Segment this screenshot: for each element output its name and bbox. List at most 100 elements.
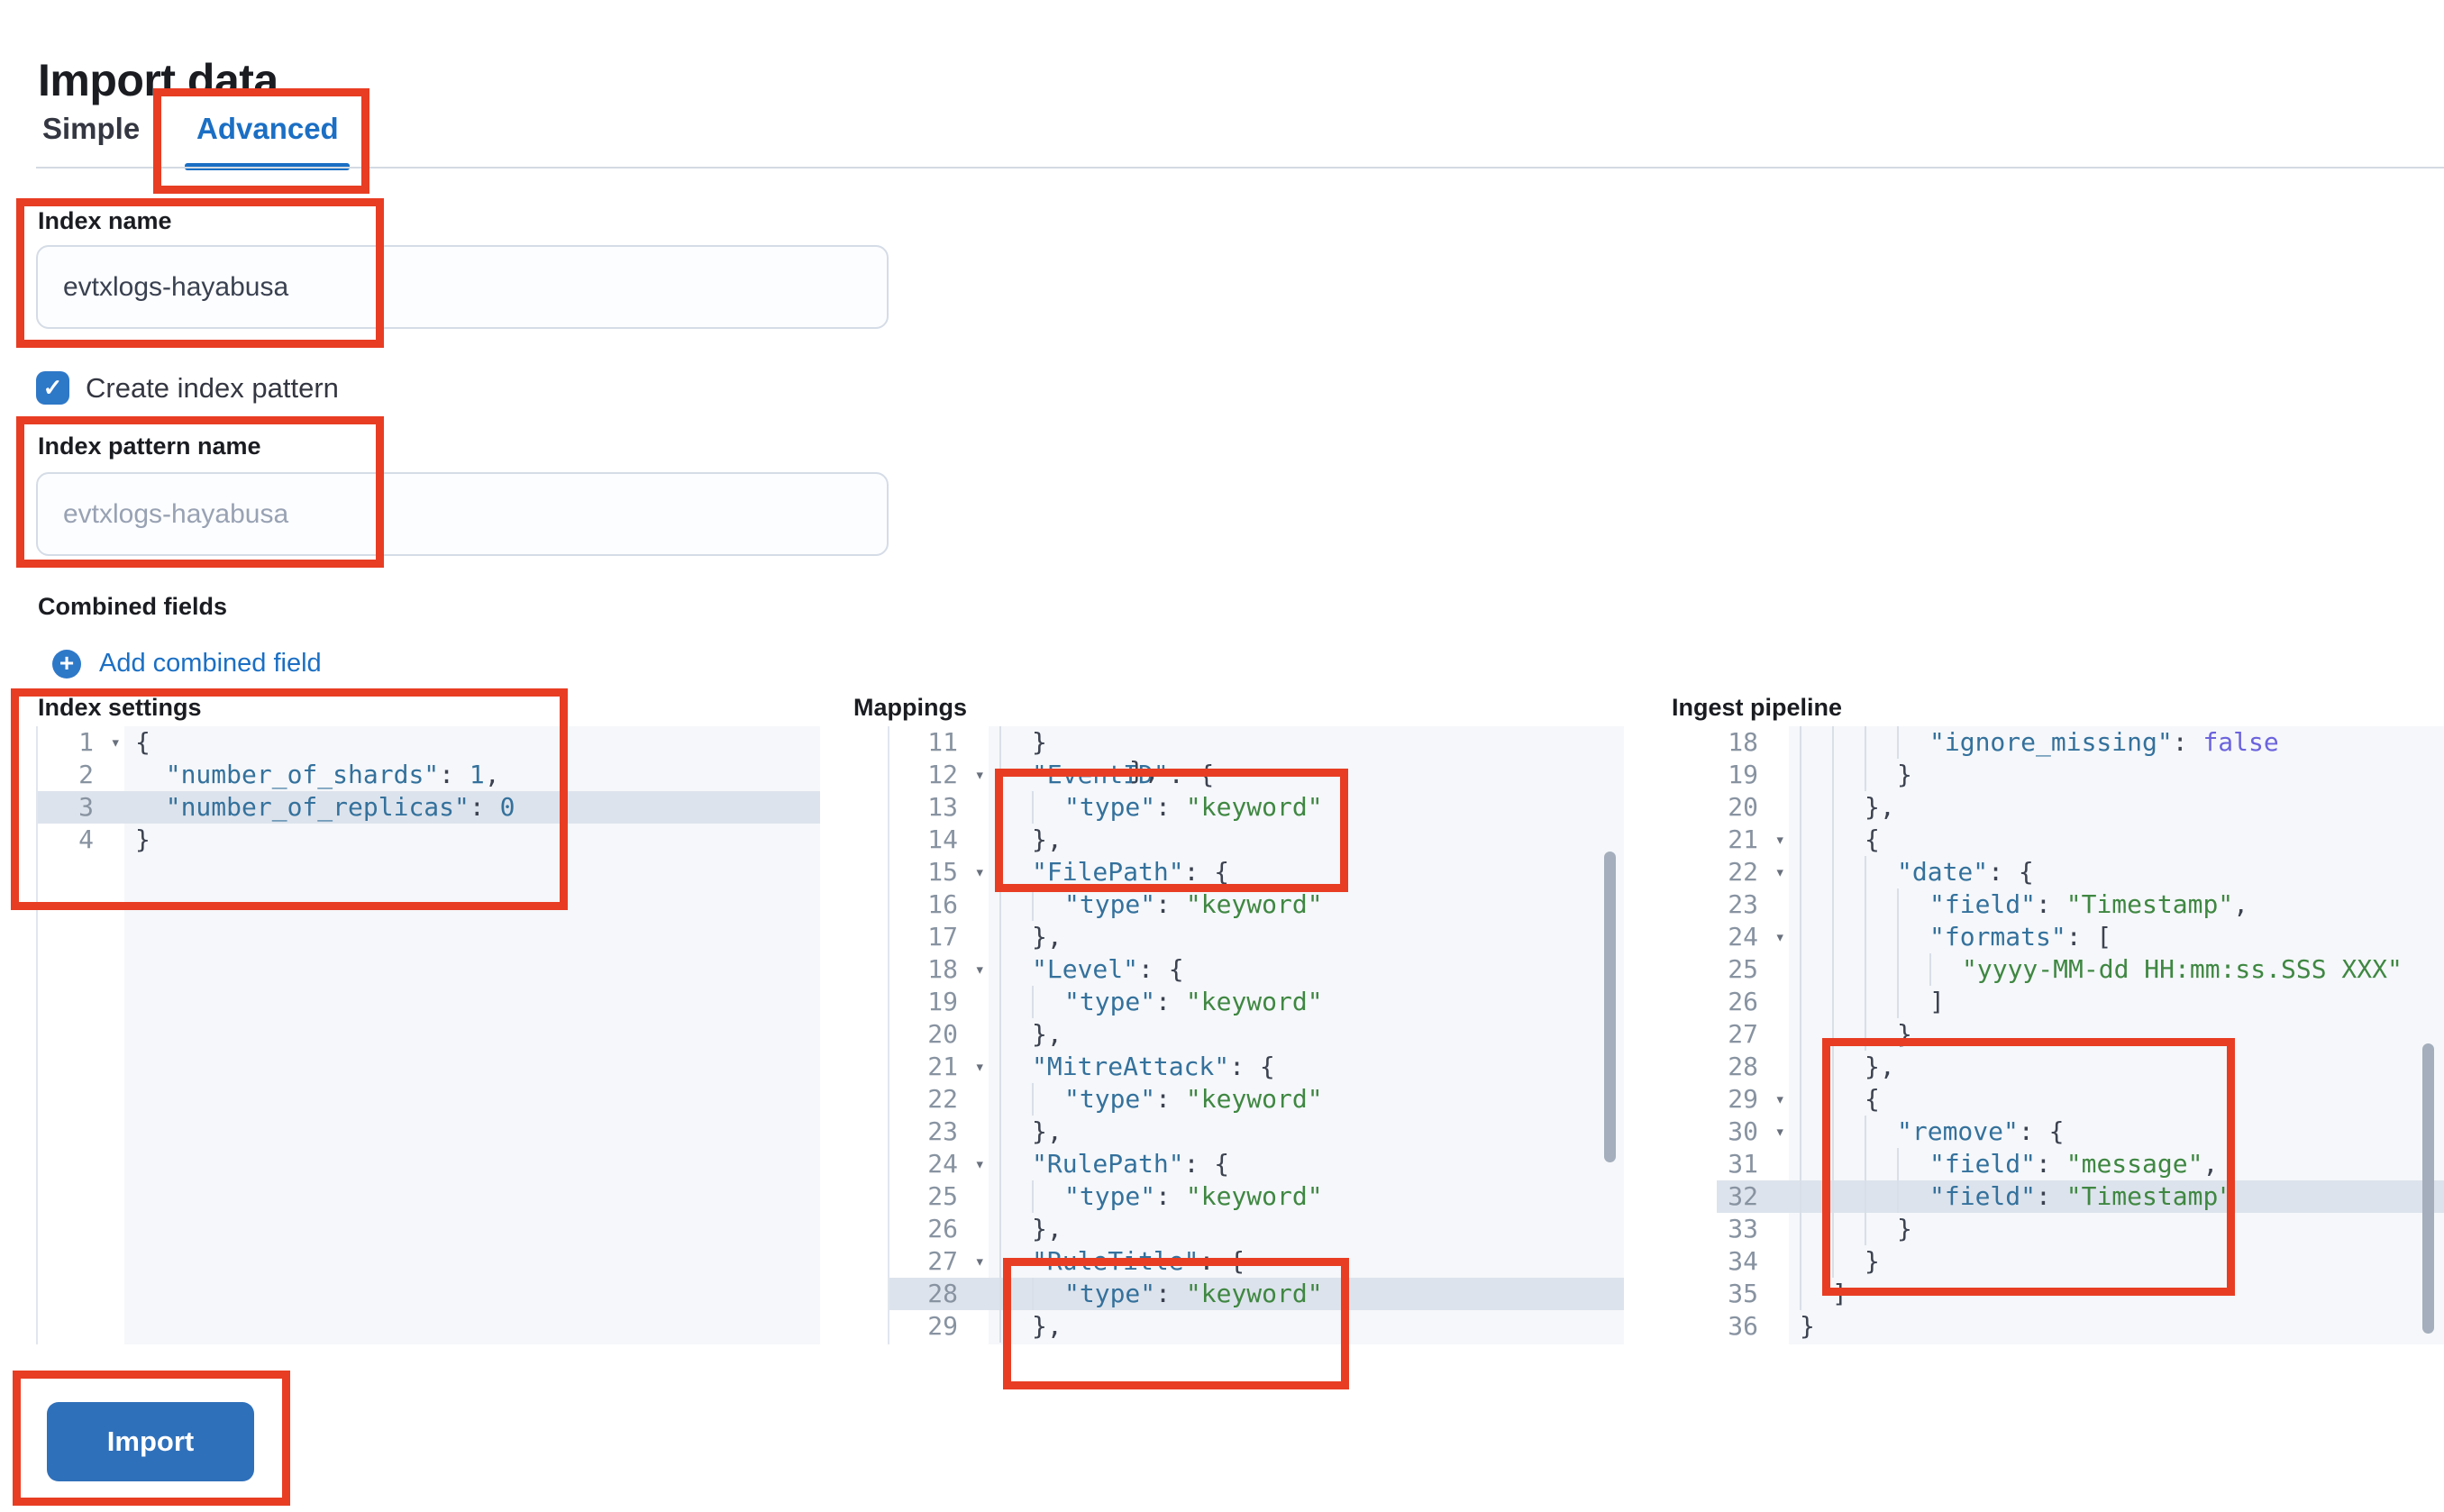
code-line[interactable]: }: [1789, 1213, 2444, 1245]
code-line[interactable]: }: [1789, 1245, 2444, 1278]
code-line[interactable]: "MitreAttack": {: [989, 1051, 1624, 1083]
line-number: 29▾: [1728, 1084, 1785, 1114]
line-number: 29: [927, 1311, 958, 1341]
code-content[interactable]: { "number_of_shards": 1, "number_of_repl…: [124, 726, 820, 1344]
code-line[interactable]: "remove": {: [1789, 1116, 2444, 1148]
indent-guide: [999, 791, 1032, 824]
fold-arrow-icon[interactable]: ▾: [1774, 830, 1785, 850]
indent-guide: [1865, 1148, 1897, 1180]
fold-arrow-icon[interactable]: ▾: [1774, 1089, 1785, 1109]
line-number: 4: [78, 824, 94, 854]
code-line[interactable]: "EventID": {: [989, 759, 1624, 791]
code-line[interactable]: "type": "keyword": [989, 986, 1624, 1018]
code-line[interactable]: "type": "keyword": [989, 791, 1624, 824]
indent-guide: [999, 759, 1032, 791]
code-line[interactable]: },: [989, 1213, 1624, 1245]
fold-arrow-icon[interactable]: ▾: [1774, 862, 1785, 882]
code-line[interactable]: "FilePath": {: [989, 856, 1624, 888]
indent-guide: [1865, 1018, 1897, 1051]
code-line[interactable]: },: [1789, 1051, 2444, 1083]
code-line[interactable]: "Level": {: [989, 953, 1624, 986]
code-line[interactable]: }: [989, 726, 1624, 759]
fold-arrow-icon[interactable]: ▾: [110, 733, 121, 752]
indent-guide: [1832, 1213, 1865, 1245]
code-line[interactable]: "field": "Timestamp",: [1789, 888, 2444, 921]
pipeline-scrollbar[interactable]: [2422, 1043, 2434, 1334]
code-line[interactable]: "RuleTitle": {: [989, 1245, 1624, 1278]
indent-guide: [1832, 759, 1865, 791]
code-line[interactable]: "type": "keyword": [989, 1083, 1624, 1116]
indent-guide: [1032, 1083, 1064, 1116]
fold-arrow-icon[interactable]: ▾: [974, 1154, 985, 1174]
indent-guide: [999, 1148, 1032, 1180]
code-line[interactable]: "number_of_shards": 1,: [165, 760, 500, 789]
indent-guide: [999, 888, 1032, 921]
code-line[interactable]: ]: [1789, 1278, 2444, 1310]
indent-guide: [1897, 921, 1929, 953]
code-line[interactable]: }: [135, 824, 150, 854]
code-line[interactable]: ]: [1789, 986, 2444, 1018]
code-line[interactable]: }: [1789, 759, 2444, 791]
code-line[interactable]: },: [989, 1310, 1624, 1343]
code-content[interactable]: "ignore_missing": false}},{"date": {"fie…: [1789, 726, 2444, 1344]
code-line[interactable]: },: [989, 921, 1624, 953]
code-line[interactable]: },: [1789, 791, 2444, 824]
fold-arrow-icon[interactable]: ▾: [974, 765, 985, 785]
indent-guide: [1800, 1051, 1832, 1083]
code-line[interactable]: },: [989, 1116, 1624, 1148]
code-line[interactable]: }: [1800, 1311, 1815, 1341]
add-combined-field-link[interactable]: + Add combined field: [52, 649, 322, 679]
code-line[interactable]: {: [1789, 824, 2444, 856]
fold-arrow-icon[interactable]: ▾: [1774, 927, 1785, 947]
code-line[interactable]: {: [1789, 1083, 2444, 1116]
indent-guide: [1897, 953, 1929, 986]
indent-guide: [1800, 921, 1832, 953]
fold-arrow-icon[interactable]: ▾: [1774, 1122, 1785, 1142]
indent-guide: [1800, 986, 1832, 1018]
index-name-label: Index name: [38, 207, 172, 234]
line-number: 13: [927, 792, 958, 822]
fold-arrow-icon[interactable]: ▾: [974, 1057, 985, 1077]
mappings-scrollbar[interactable]: [1604, 852, 1616, 1162]
code-line[interactable]: "field": "message",: [1789, 1148, 2444, 1180]
import-button[interactable]: Import: [47, 1402, 254, 1481]
index-pattern-name-input[interactable]: [36, 472, 889, 556]
code-line[interactable]: "date": {: [1789, 856, 2444, 888]
line-number: 27▾: [927, 1246, 985, 1276]
tab-simple[interactable]: Simple: [42, 112, 141, 145]
indent-guide: [1897, 986, 1929, 1018]
code-line[interactable]: "RulePath": {: [989, 1148, 1624, 1180]
code-line[interactable]: },: [989, 824, 1624, 856]
indent-guide: [1865, 1180, 1897, 1213]
create-index-pattern-checkbox[interactable]: ✓: [36, 371, 69, 405]
code-line[interactable]: },: [989, 1018, 1624, 1051]
code-line[interactable]: "formats": [: [1789, 921, 2444, 953]
fold-arrow-icon[interactable]: ▾: [974, 960, 985, 979]
code-line[interactable]: }: [1789, 1018, 2444, 1051]
indent-guide: [999, 1245, 1032, 1278]
code-line[interactable]: "field": "Timestamp": [1789, 1180, 2444, 1213]
fold-arrow-icon[interactable]: ▾: [974, 1252, 985, 1271]
code-line[interactable]: {: [135, 727, 150, 757]
code-line[interactable]: "ignore_missing": false: [1789, 726, 2444, 759]
indent-guide: [1865, 921, 1897, 953]
code-line[interactable]: "yyyy-MM-dd HH:mm:ss.SSS XXX": [1789, 953, 2444, 986]
indent-guide: [1865, 856, 1897, 888]
indent-guide: [999, 1180, 1032, 1213]
index-name-input[interactable]: [36, 245, 889, 329]
code-line[interactable]: "type": "keyword": [989, 888, 1624, 921]
mappings-label: Mappings: [853, 694, 967, 721]
tab-advanced[interactable]: Advanced: [196, 112, 339, 145]
fold-arrow-icon[interactable]: ▾: [974, 862, 985, 882]
indent-guide: [1929, 953, 1962, 986]
indent-guide: [1865, 986, 1897, 1018]
code-content[interactable]: }, }"EventID": {"type": "keyword"},"File…: [989, 726, 1624, 1344]
indent-guide: [999, 1051, 1032, 1083]
code-line[interactable]: "type": "keyword": [989, 1278, 1624, 1310]
code-line[interactable]: "number_of_replicas": 0: [124, 791, 820, 824]
code-line[interactable]: "type": "keyword": [989, 1180, 1624, 1213]
